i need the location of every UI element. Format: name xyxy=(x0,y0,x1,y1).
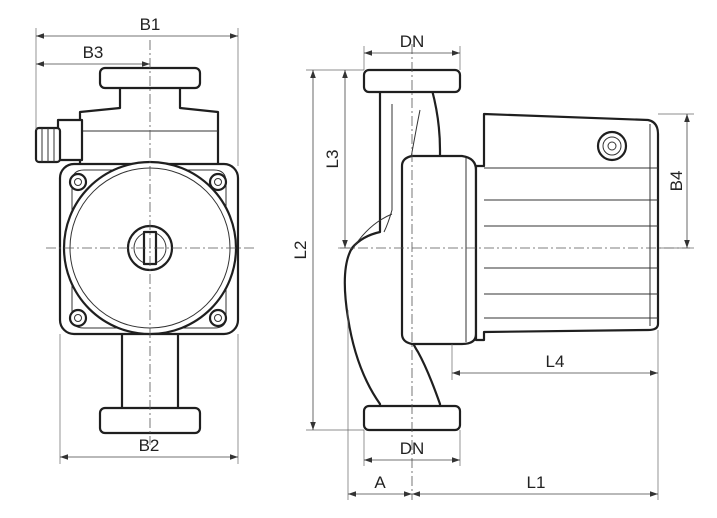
dim-label-l1: L1 xyxy=(527,473,546,492)
dim-label-b2: B2 xyxy=(139,436,160,455)
dim-label-dn-bottom: DN xyxy=(400,439,425,458)
side-view xyxy=(340,44,690,500)
bolt-bottom-left-icon xyxy=(68,308,88,328)
bolt-top-left-icon xyxy=(68,172,88,192)
cable-gland xyxy=(34,118,84,164)
bolt-top-right-icon xyxy=(208,172,228,192)
dim-label-b3: B3 xyxy=(83,43,104,62)
front-view xyxy=(34,40,256,445)
dim-label-dn-top: DN xyxy=(400,32,425,51)
front-view-dimensions: B1 B3 B2 xyxy=(35,15,239,464)
dim-label-b4: B4 xyxy=(667,171,686,192)
bolt-bottom-right-icon xyxy=(208,308,228,328)
side-view-dimensions: DN DN L2 L3 B4 L4 A L1 xyxy=(291,32,694,500)
dim-label-a: A xyxy=(374,473,386,492)
dim-label-l3: L3 xyxy=(323,150,342,169)
vent-screw-icon xyxy=(596,130,628,162)
dim-label-b1: B1 xyxy=(140,15,161,34)
dim-label-l4: L4 xyxy=(546,352,565,371)
dim-label-l2: L2 xyxy=(291,241,310,260)
